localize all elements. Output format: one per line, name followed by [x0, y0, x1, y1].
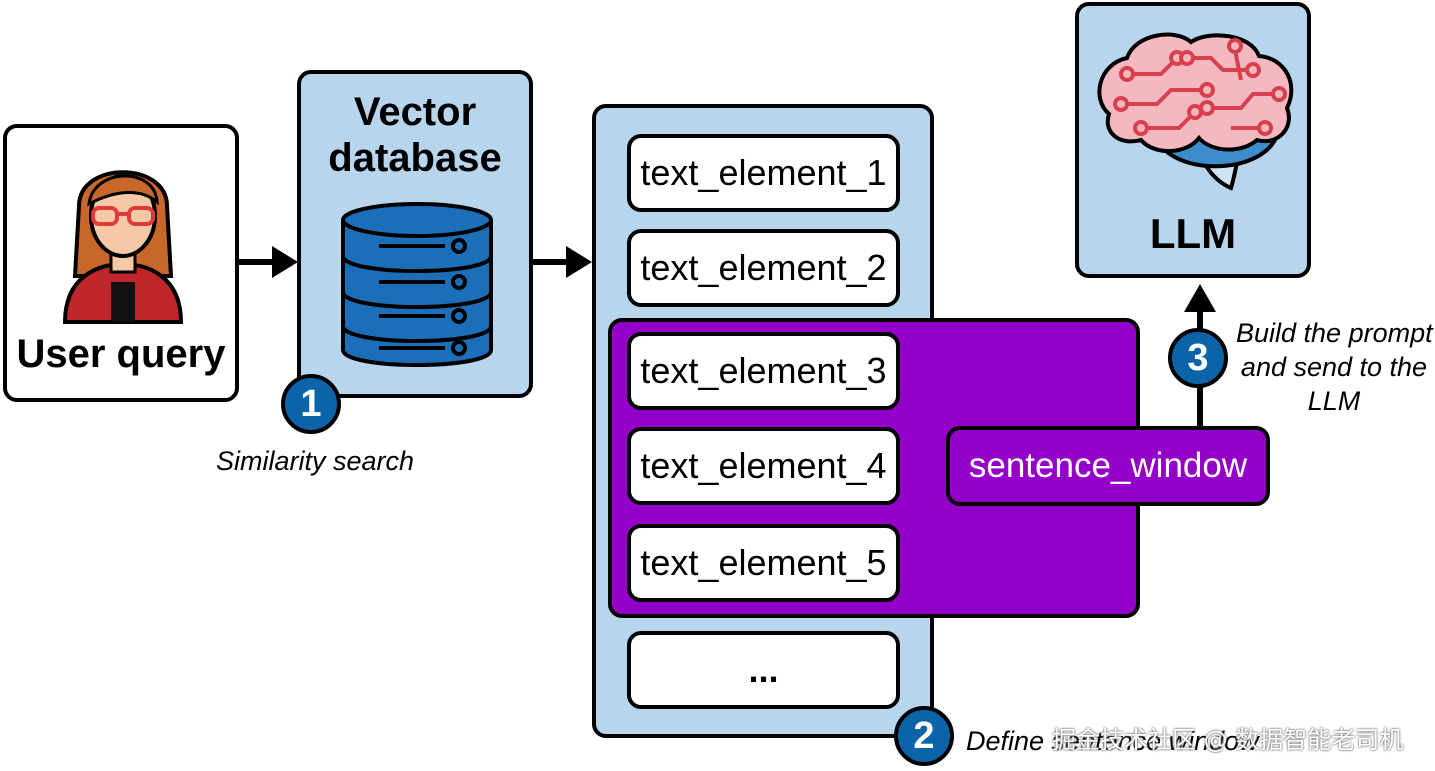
step-3-caption-line2: and send to the [1240, 352, 1428, 382]
brain-icon [1097, 32, 1294, 191]
step-3-caption-line1: Build the prompt [1236, 318, 1433, 348]
step-3-caption: Build the prompt and send to the LLM [1236, 316, 1433, 418]
text-element-2: text_element_2 [627, 229, 900, 307]
text-element-1: text_element_1 [627, 134, 900, 212]
sentence-window-label: sentence_window [968, 446, 1248, 485]
vector-database-box: Vector database [297, 70, 533, 398]
step-2-caption: Define sentence window [966, 726, 1259, 756]
vector-db-title-line2: database [328, 136, 502, 180]
step-1-badge: 1 [281, 374, 341, 434]
user-query-box: User query [3, 124, 239, 402]
user-query-label: User query [16, 332, 226, 376]
database-icon [341, 202, 493, 367]
step-2-badge: 2 [894, 706, 954, 766]
llm-box: LLM [1075, 2, 1311, 278]
step-3-badge: 3 [1168, 328, 1228, 388]
arrow-window-to-llm-head [1184, 284, 1216, 312]
text-element-3: text_element_3 [627, 332, 900, 410]
watermark: 掘金技术社区 @ 数据智能老司机 [1052, 726, 1404, 754]
step-3-caption-line3: LLM [1307, 386, 1361, 416]
text-element-ellipsis: ... [627, 631, 900, 709]
vector-db-title-line1: Vector [353, 90, 477, 134]
arrow-db-to-list-head [566, 246, 592, 278]
text-element-4: text_element_4 [627, 427, 900, 505]
sentence-window-box: sentence_window [946, 426, 1270, 506]
llm-label: LLM [1149, 210, 1237, 257]
text-element-5: text_element_5 [627, 524, 900, 602]
user-avatar-icon [62, 170, 184, 324]
arrow-query-to-db-head [272, 246, 298, 278]
step-1-caption: Similarity search [216, 446, 415, 476]
